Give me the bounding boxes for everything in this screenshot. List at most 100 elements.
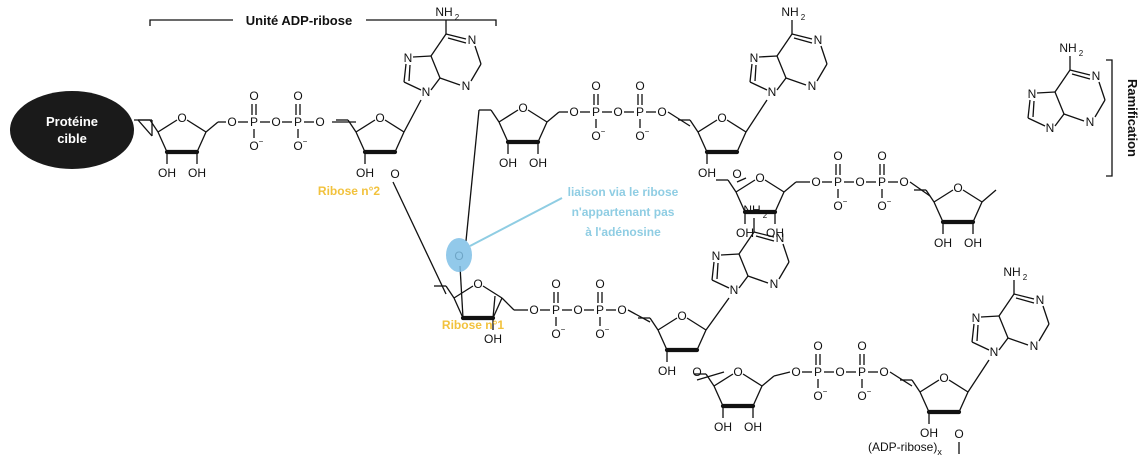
bond xyxy=(412,55,432,58)
bond xyxy=(498,121,509,143)
bond xyxy=(1063,113,1085,122)
charge: − xyxy=(259,137,264,146)
bond xyxy=(933,189,954,203)
amine-label: NH xyxy=(781,5,798,19)
ribose-oxygen: O xyxy=(954,427,963,441)
charge: − xyxy=(843,197,848,206)
phosphorus: P xyxy=(858,365,866,379)
phosphoryl-oxygen: O xyxy=(813,339,822,353)
bond xyxy=(736,131,747,153)
bond xyxy=(758,55,778,58)
bond xyxy=(1027,117,1046,127)
bond xyxy=(657,317,678,331)
nitrogen: N xyxy=(770,277,779,291)
hydroxyl-label: OH xyxy=(964,236,982,250)
bond xyxy=(749,81,768,91)
charge: − xyxy=(601,127,606,136)
charge: − xyxy=(645,127,650,136)
protein-label-line1: Protéine xyxy=(46,114,98,129)
ring-oxygen: O xyxy=(733,365,742,379)
bond xyxy=(755,235,775,242)
bridge-oxygen: O xyxy=(227,115,236,129)
bond xyxy=(727,179,737,193)
phosphorus: P xyxy=(552,303,560,317)
nitrogen: N xyxy=(712,249,721,263)
protein-label-line2: cible xyxy=(57,131,87,146)
bridge-oxygen: O xyxy=(529,303,538,317)
bond xyxy=(527,109,548,123)
anionic-oxygen: O xyxy=(293,139,302,153)
bond xyxy=(971,323,975,343)
bond xyxy=(537,121,548,143)
anionic-oxygen: O xyxy=(833,199,842,213)
bond xyxy=(791,33,813,40)
bond xyxy=(459,265,464,319)
bond xyxy=(1054,91,1065,115)
bond xyxy=(958,391,969,413)
hydroxyl-label: OH xyxy=(736,226,754,240)
bond xyxy=(492,297,503,319)
bond xyxy=(998,293,1015,317)
bond xyxy=(749,63,753,83)
bond xyxy=(711,261,715,281)
bond xyxy=(482,285,503,299)
linkage-annotation: liaison via le ribose n'appartenant pas … xyxy=(568,185,679,239)
amine-subscript: 2 xyxy=(801,13,806,22)
bond xyxy=(394,131,405,153)
bond xyxy=(689,119,699,133)
bond xyxy=(738,253,749,277)
bond xyxy=(948,379,969,393)
annotation-line1: liaison via le ribose xyxy=(568,185,679,199)
bond xyxy=(1007,337,1029,346)
bond xyxy=(962,189,983,203)
bond xyxy=(711,279,730,289)
anionic-oxygen: O xyxy=(249,139,258,153)
bond xyxy=(696,371,725,381)
bond xyxy=(355,131,366,153)
bond xyxy=(753,231,775,238)
bond xyxy=(157,131,168,153)
ring-oxygen: O xyxy=(518,101,527,115)
amine-label: NH xyxy=(1059,41,1076,55)
ribose-oxygen: O xyxy=(692,365,701,379)
bond xyxy=(384,119,405,133)
hydroxyl-label: OH xyxy=(356,166,374,180)
bond xyxy=(1054,69,1071,93)
bond xyxy=(816,63,828,82)
phosphoryl-oxygen: O xyxy=(635,79,644,93)
phosphorus: P xyxy=(294,115,302,129)
nitrogen: N xyxy=(1086,115,1095,129)
bond xyxy=(430,77,441,91)
phosphorus: P xyxy=(592,105,600,119)
bond xyxy=(925,189,935,203)
bond xyxy=(347,119,357,133)
ring-oxygen: O xyxy=(939,371,948,385)
bond xyxy=(889,371,913,387)
hydroxyl-label: OH xyxy=(188,166,206,180)
bond xyxy=(738,231,755,255)
bond xyxy=(911,379,921,393)
bond xyxy=(439,77,461,86)
bond xyxy=(453,285,474,299)
ring-oxygen: O xyxy=(755,171,764,185)
ring-oxygen: O xyxy=(473,277,482,291)
bond xyxy=(1013,293,1035,300)
linkage-highlight xyxy=(446,238,472,272)
bond xyxy=(205,121,219,133)
bond xyxy=(1015,297,1035,304)
bridge-oxygen: O xyxy=(791,365,800,379)
bond xyxy=(998,315,1009,339)
adp-ribose-unit-bracket: Unité ADP-ribose xyxy=(149,13,497,28)
bond xyxy=(686,317,707,331)
phosphorus: P xyxy=(878,175,886,189)
amine-subscript: 2 xyxy=(455,13,460,22)
bridge-oxygen: O xyxy=(657,105,666,119)
